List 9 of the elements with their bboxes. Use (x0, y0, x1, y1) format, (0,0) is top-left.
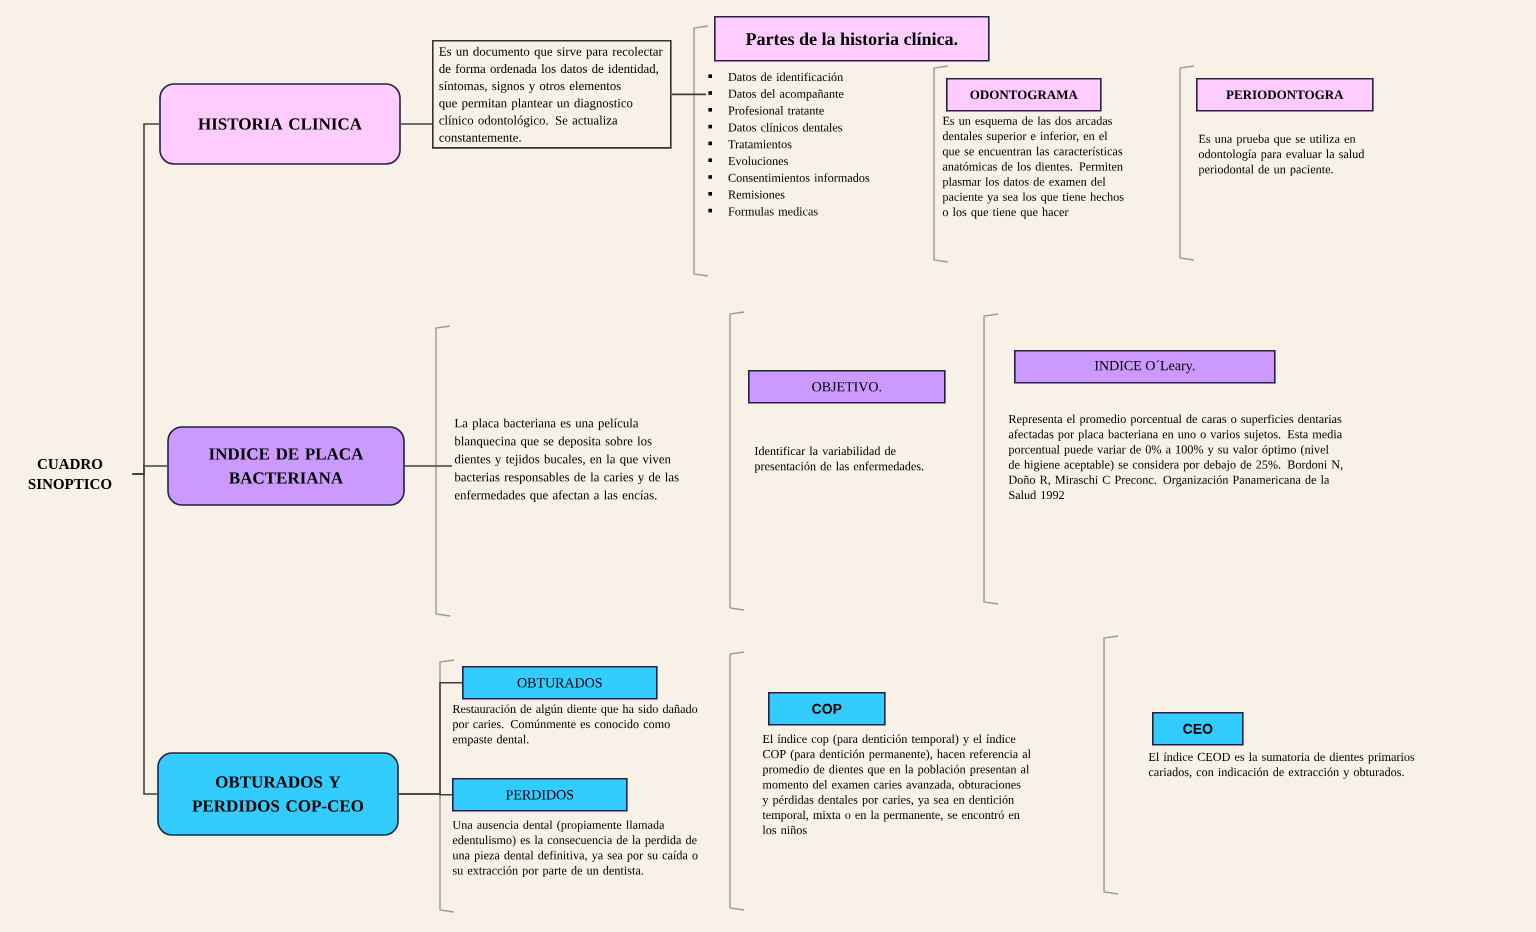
topic-box: INDICE DE PLACA BACTERIANA (167, 426, 405, 506)
connector (400, 123, 433, 125)
heading-box: Partes de la historia clínica. (714, 16, 990, 62)
connector (670, 93, 707, 96)
connector (404, 465, 453, 467)
topic-box: HISTORIA CLINICA (159, 83, 401, 165)
connector (398, 793, 453, 796)
connector (131, 473, 158, 795)
topic-box: OBTURADOS Y PERDIDOS COP-CEO (157, 752, 399, 836)
